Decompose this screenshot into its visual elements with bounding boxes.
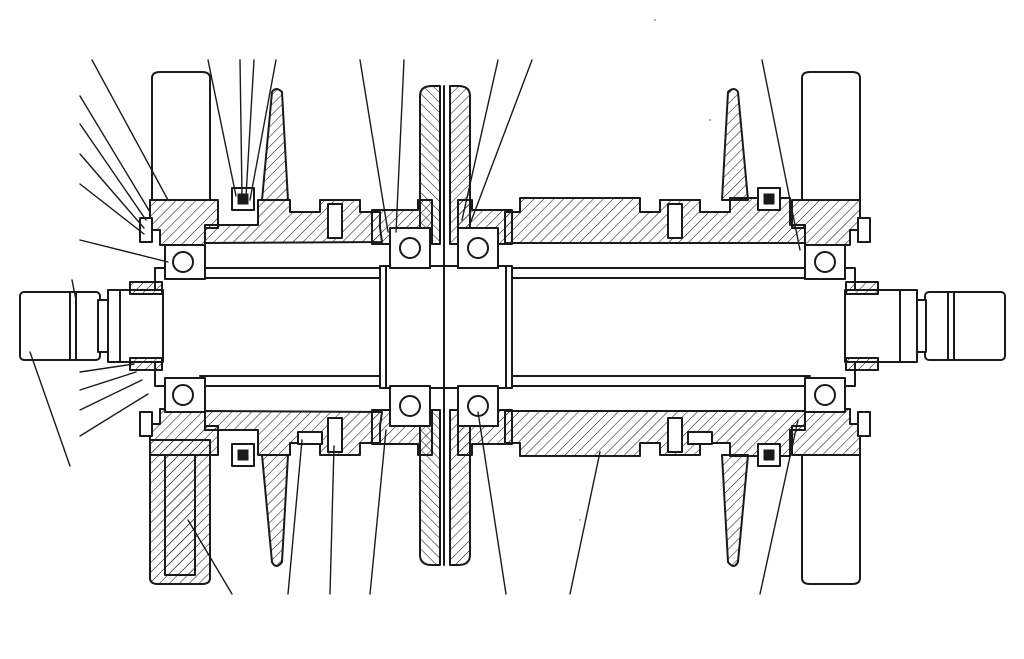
scan-specks: [579, 19, 711, 521]
leader-lines-left: [29, 95, 169, 467]
right-end-wheel: [801, 71, 861, 585]
bearing-upper-right-end: [804, 244, 846, 280]
lower-housing: [204, 409, 806, 457]
bearing-lower-right-inner: [457, 385, 499, 427]
bearing-lower-right-end: [804, 377, 846, 413]
bearing-upper-left-inner: [389, 227, 431, 269]
left-shaft-journal: [19, 281, 164, 371]
left-end-wheel: [149, 71, 211, 585]
leader-lines-top: [91, 59, 801, 251]
central-disc: [419, 85, 471, 566]
bearings: [164, 227, 846, 427]
bearing-upper-right-inner: [457, 227, 499, 269]
right-conical-flange: [721, 88, 749, 567]
central-shaft: [154, 265, 856, 389]
upper-housing: [204, 197, 806, 245]
right-end-hub: [791, 199, 871, 456]
left-conical-flange: [261, 88, 289, 567]
leader-lines-bottom: [187, 411, 799, 595]
right-shaft-journal: [844, 281, 1006, 371]
bearing-upper-left-end: [164, 244, 206, 280]
seals-and-pins: [231, 187, 781, 467]
bearing-lower-left-end: [164, 377, 206, 413]
bearing-lower-left-inner: [389, 385, 431, 427]
